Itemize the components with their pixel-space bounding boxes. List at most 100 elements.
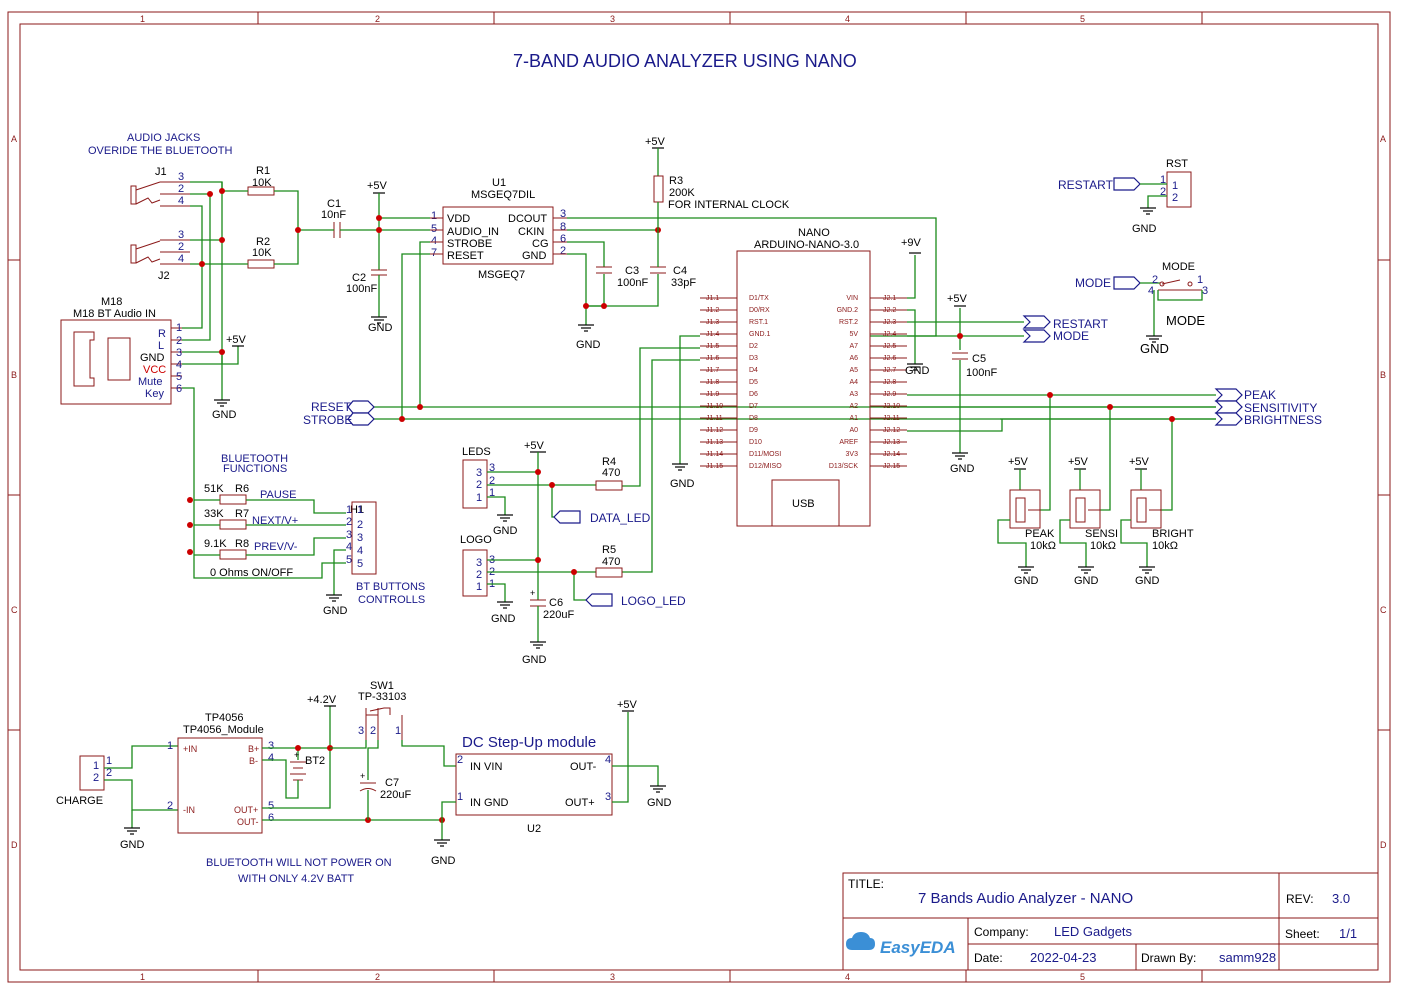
svg-text:470: 470 [602,467,620,479]
svg-text:10kΩ: 10kΩ [1030,540,1056,552]
svg-text:SENSI: SENSI [1085,528,1118,540]
nano-left-label: D11/MOSI [749,451,781,458]
net-restart-nano: RESTART [1053,317,1109,331]
sw1-switch: SW1 TP-33103 3 2 1 + C7 220uF [330,680,456,820]
svg-text:4: 4 [605,754,611,766]
nano-left-label: RST.1 [749,319,768,326]
svg-text:5: 5 [431,223,437,235]
arduino-nano: NANO ARDUINO-NANO-3.0 USB [736,227,871,527]
svg-text:IN GND: IN GND [470,797,509,809]
rst-switch: RST 1 1 2 2 RESTART GND [1058,158,1192,235]
svg-text:GND: GND [1135,575,1160,587]
svg-text:GND: GND [905,365,930,377]
svg-text:EasyEDA: EasyEDA [880,938,956,957]
svg-text:+: + [530,588,535,598]
row-d-left: D [11,840,18,850]
nano-left-ext: J1.12 [706,427,723,434]
nano-right-ext: J2.8 [883,379,896,386]
net-peak: PEAK [1244,388,1276,402]
svg-text:2: 2 [476,479,482,491]
note-override-bt: OVERIDE THE BLUETOOTH [88,145,233,157]
svg-text:GND: GND [1140,341,1169,356]
svg-text:2: 2 [1160,186,1166,198]
svg-text:3: 3 [357,532,363,544]
svg-text:OUT+: OUT+ [234,805,258,815]
svg-text:DC Step-Up module: DC Step-Up module [462,734,596,751]
logo-header: LOGO 3 2 1 3 2 1 R5 470 LOGO_LED GND [460,534,686,625]
nano-left-ext: J1.1 [706,295,719,302]
svg-text:GND: GND [491,613,516,625]
nano-right-ext: J2.11 [883,415,900,422]
svg-text:1: 1 [1197,274,1203,286]
svg-text:3: 3 [560,208,566,220]
svg-text:1: 1 [457,791,463,803]
svg-text:TP4056_Module: TP4056_Module [183,724,264,736]
m18-module: M18 M18 BT Audio IN R L GND VCC Mute Key… [60,296,182,405]
bt-functions: BLUETOOTH FUNCTIONS 51K R6 PAUSE 33K R7 … [194,453,346,595]
svg-text:Date:: Date: [974,951,1003,965]
svg-text:1: 1 [176,322,182,334]
svg-text:C7: C7 [385,777,399,789]
nano-right-label: A4 [849,379,858,386]
svg-text:3: 3 [476,557,482,569]
nano-right-ext: J2.6 [883,355,896,362]
nano-left-label: D6 [749,391,758,398]
svg-text:BT2: BT2 [305,755,325,767]
svg-text:R2: R2 [256,236,270,248]
svg-text:R6: R6 [235,483,249,495]
svg-text:R1: R1 [256,165,270,177]
svg-text:C5: C5 [972,353,986,365]
svg-text:R: R [158,328,166,340]
sheet-border: 1 2 3 4 5 1 2 3 4 5 A B C D A B C D [7,11,1391,983]
svg-text:5: 5 [357,558,363,570]
nano-left-ext: J1.15 [706,463,723,470]
svg-text:2: 2 [1172,192,1178,204]
svg-text:51K: 51K [204,483,224,495]
svg-text:10kΩ: 10kΩ [1152,540,1178,552]
svg-text:PAUSE: PAUSE [260,489,296,501]
leds-header: LEDS 3 2 1 3 2 1 R4 470 DATA_LED GND [462,446,651,537]
nano-left-label: D3 [749,355,758,362]
svg-text:220uF: 220uF [380,789,411,801]
net-mode: MODE [1075,276,1111,290]
svg-text:3: 3 [605,791,611,803]
input-resistors: R1 10K R2 10K C1 10nF [247,165,346,269]
nano-right-ext: J2.9 [883,391,896,398]
nano-left-label: D9 [749,427,758,434]
svg-text:+5V: +5V [367,180,388,192]
svg-text:M18 BT Audio IN: M18 BT Audio IN [73,308,156,320]
svg-text:Company:: Company: [974,925,1029,939]
svg-text:1: 1 [106,755,112,767]
row-c-left: C [11,605,18,615]
svg-text:470: 470 [602,556,620,568]
svg-text:1: 1 [489,487,495,499]
svg-text:+5V: +5V [524,440,545,452]
svg-text:2: 2 [370,725,376,737]
svg-text:GND: GND [670,478,695,490]
net-sensitivity: SENSITIVITY [1244,401,1317,415]
net-brightness: BRIGHTNESS [1244,413,1322,427]
svg-text:220uF: 220uF [543,609,574,621]
svg-text:C2: C2 [352,272,366,284]
svg-text:2: 2 [93,772,99,784]
svg-text:2: 2 [357,519,363,531]
svg-text:4: 4 [178,253,184,265]
svg-text:1: 1 [395,725,401,737]
svg-text:GND: GND [120,839,145,851]
svg-text:6: 6 [268,812,274,824]
svg-text:+5V: +5V [226,334,247,346]
nano-right-label: A1 [849,415,858,422]
svg-text:R5: R5 [602,544,616,556]
svg-text:Mute: Mute [138,376,162,388]
svg-text:NEXT/V+: NEXT/V+ [252,515,298,527]
svg-text:C4: C4 [673,265,687,277]
row-b-left: B [11,370,17,380]
svg-text:5: 5 [346,554,352,566]
charge-connector: 1 2 1 2 CHARGE GND [56,745,178,851]
col-1-top: 1 [140,14,145,24]
svg-text:3: 3 [476,467,482,479]
svg-text:4: 4 [357,545,363,557]
svg-text:1: 1 [167,740,173,752]
svg-text:BLUETOOTH: BLUETOOTH [221,453,288,465]
